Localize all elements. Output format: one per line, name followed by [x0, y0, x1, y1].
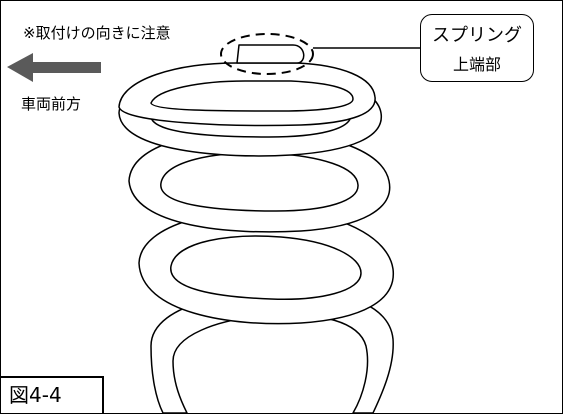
spring-end — [236, 44, 305, 64]
left-arrow-icon — [7, 53, 101, 82]
callout-subtitle: 上端部 — [452, 55, 501, 74]
figure-label: 図4-4 — [1, 376, 104, 413]
spring-coil-3-inner — [160, 152, 359, 212]
coil-spring — [118, 44, 394, 413]
spring-top-highlight — [220, 33, 314, 75]
callout-title: スプリング — [432, 25, 522, 46]
caution-note: ※取付けの向きに注意 — [23, 24, 171, 42]
front-direction-label: 車両前方 — [21, 95, 82, 113]
spring-coil-1-inner — [150, 80, 354, 112]
spring-coil-4-inner — [170, 235, 362, 301]
spring-top-callout: スプリング 上端部 — [420, 14, 534, 82]
